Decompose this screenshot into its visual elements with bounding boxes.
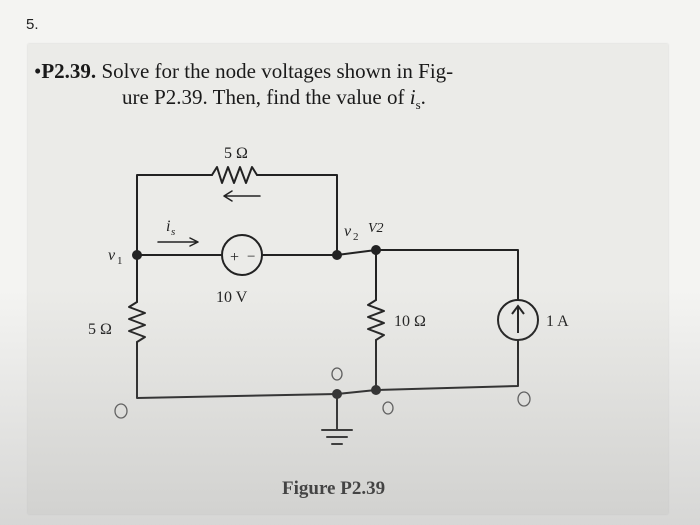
node-right-dot xyxy=(371,245,381,255)
handwritten-v2: V2 xyxy=(368,221,384,236)
node-bottom-mid-dot xyxy=(371,385,381,395)
textbook-page xyxy=(28,44,668,514)
wire-left-bottom xyxy=(136,341,338,399)
is-variable: i xyxy=(409,85,416,109)
is-sub: s xyxy=(171,226,175,238)
resistor-top-label: 5 Ω xyxy=(224,145,248,162)
node-v1-dot xyxy=(132,250,142,260)
node-ground-dot xyxy=(332,389,342,399)
wire-top-right xyxy=(256,174,338,256)
current-source-arrow-icon xyxy=(511,304,525,333)
resistor-top-zigzag xyxy=(211,166,258,184)
current-source-label: 1 A xyxy=(546,313,569,330)
resistor-left-label: 5 Ω xyxy=(88,321,112,338)
top-current-arrow xyxy=(223,190,261,202)
problem-line-2: ure P2.39. Then, find the value of is. xyxy=(122,85,426,113)
voltage-source-label: 10 V xyxy=(216,289,248,306)
wire-right-down xyxy=(336,339,519,395)
problem-id: P2.39. xyxy=(41,59,97,83)
question-number: 5. xyxy=(26,16,39,33)
problem-statement: •P2.39. Solve for the node voltages show… xyxy=(34,58,634,118)
figure-caption: Figure P2.39 xyxy=(282,478,386,499)
wire-top-left xyxy=(136,174,213,256)
problem-bullet: • xyxy=(34,59,42,83)
wire-source-to-v2 xyxy=(261,249,519,301)
node-v2-label: v xyxy=(344,223,352,240)
handwritten-marks xyxy=(114,367,531,419)
problem-line-1: Solve for the node voltages shown in Fig… xyxy=(101,59,454,83)
voltage-source-circle xyxy=(221,234,263,276)
resistor-left-zigzag xyxy=(128,301,146,343)
node-v1-sub: 1 xyxy=(117,255,123,267)
is-arrow xyxy=(157,237,199,247)
is-label: i xyxy=(166,218,170,235)
resistor-mid-label: 10 Ω xyxy=(394,313,426,330)
voltage-source-minus: − xyxy=(247,249,255,265)
node-v2-dot xyxy=(332,250,342,260)
voltage-source-plus: + xyxy=(230,249,239,266)
node-v1-label: v xyxy=(108,247,116,264)
node-v2-sub: 2 xyxy=(353,231,359,243)
resistor-mid-zigzag xyxy=(367,299,385,341)
